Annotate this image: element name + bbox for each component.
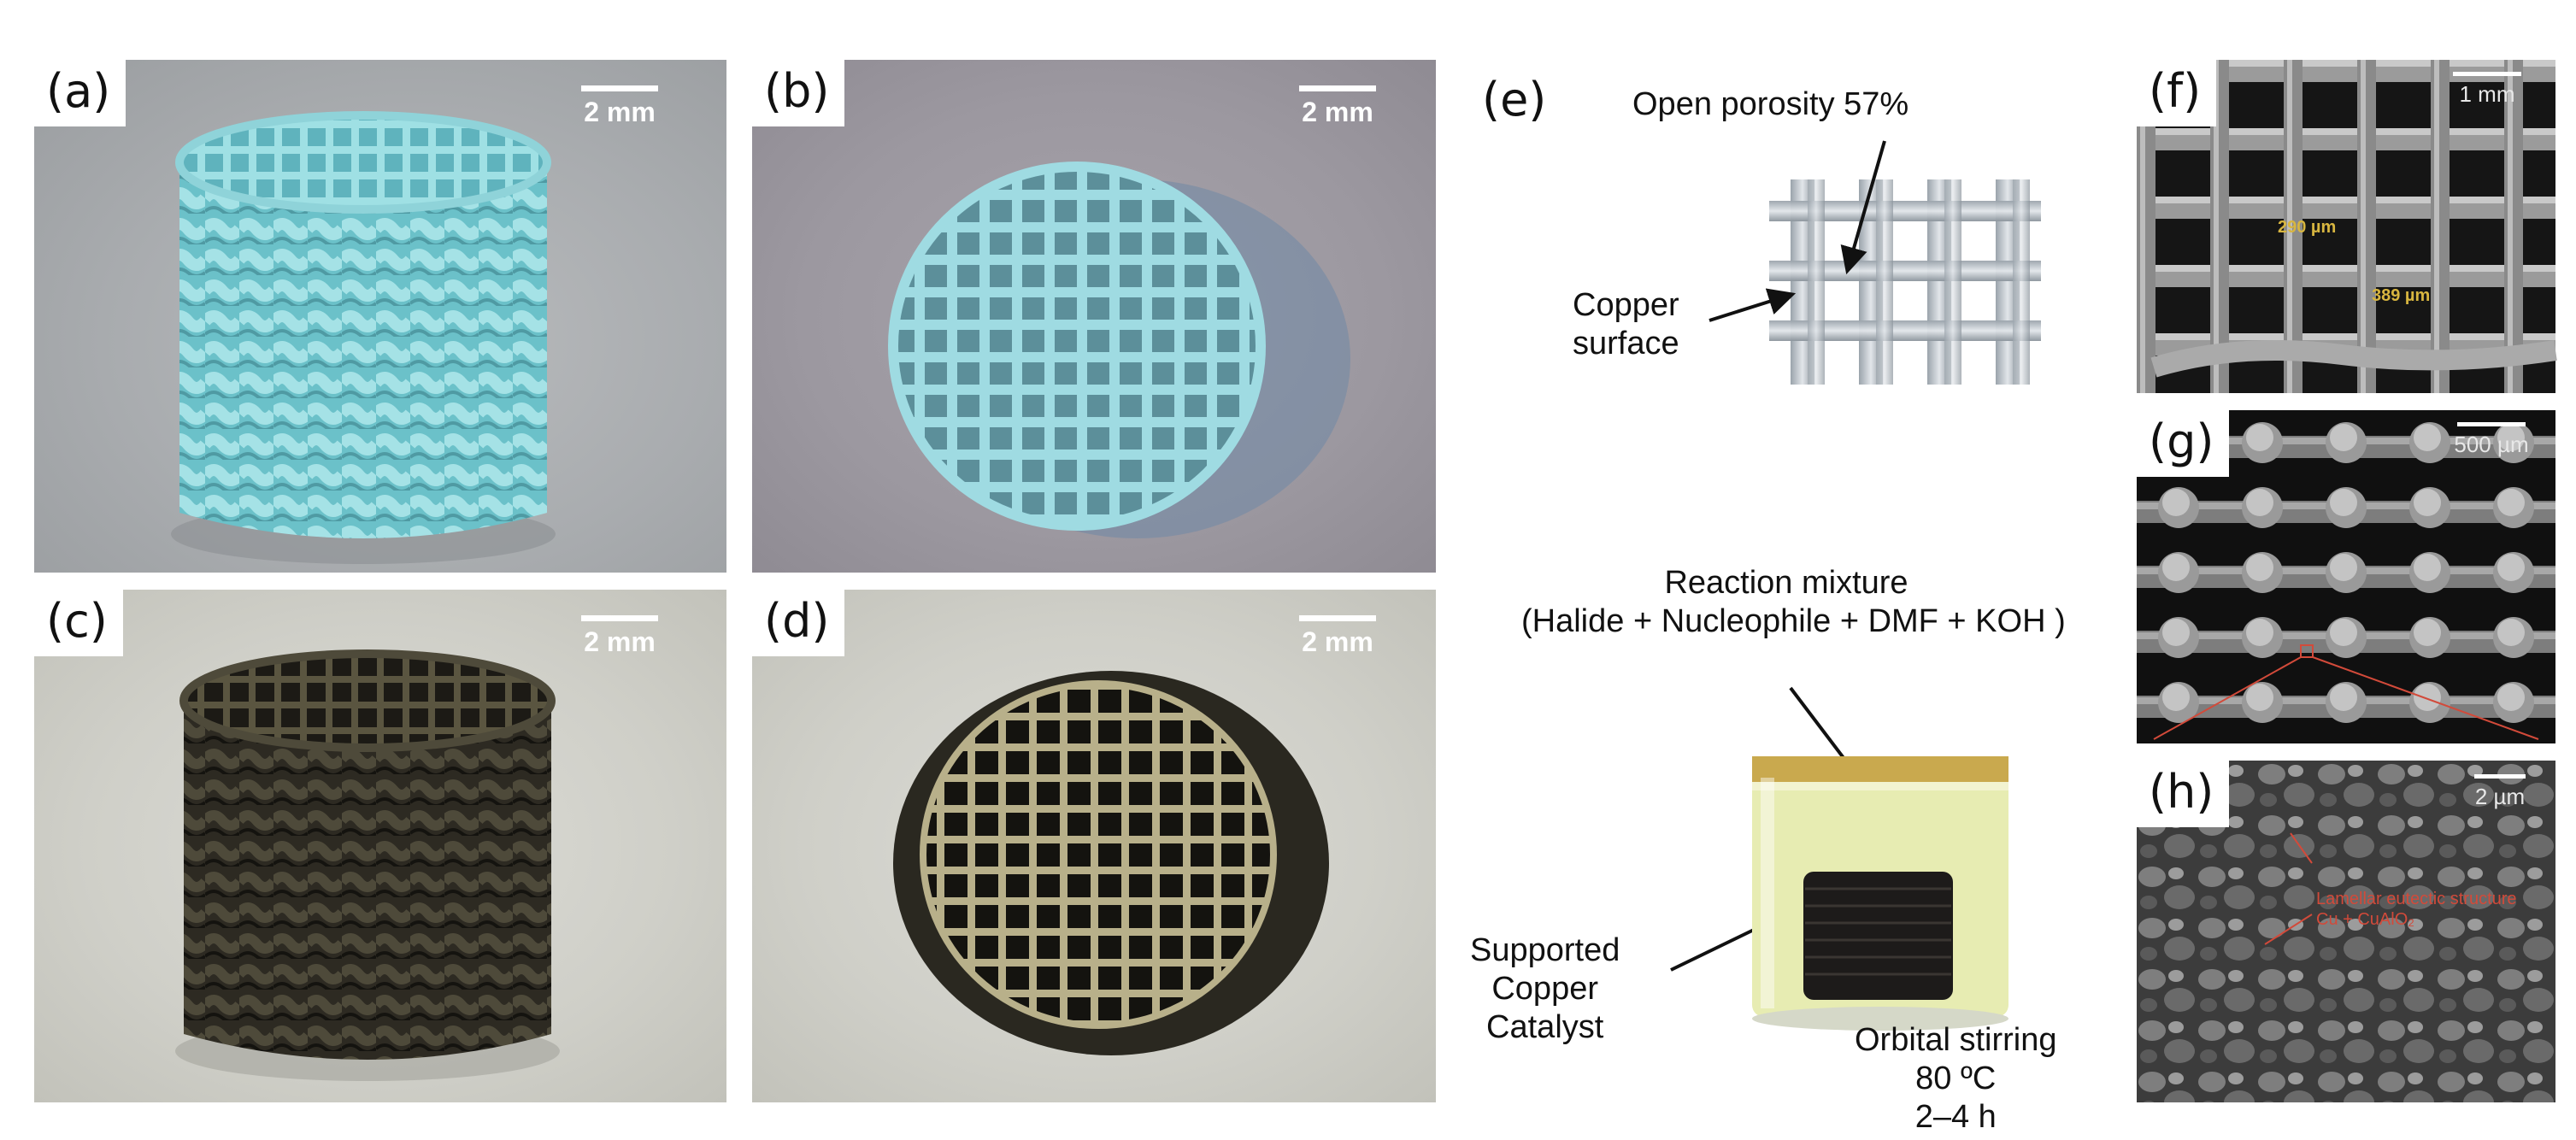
conditions-line3: 2–4 h <box>1914 1098 1997 1135</box>
panel-b-scale-bar: 2 mm <box>1282 85 1393 128</box>
panel-b-scale-text: 2 mm <box>1302 97 1373 127</box>
copper-surface-line1: Copper <box>1573 287 1679 323</box>
measurement-389: 389 µm <box>2372 286 2431 305</box>
panel-h-label: (h) <box>2137 761 2230 827</box>
panel-d-scale-bar: 2 mm <box>1282 615 1393 658</box>
panel-f-scale-text: 1 mm <box>2459 81 2515 107</box>
conditions-label: Orbital stirring 80 ºC 2–4 h <box>1855 1021 2057 1136</box>
panel-d: (d) 2 mm <box>752 590 1436 1102</box>
panel-a: (a) 2 mm <box>34 60 726 573</box>
panel-g-scale-bar: 500 µm <box>2440 422 2543 458</box>
panel-e: (e) <box>1453 60 2120 1135</box>
panel-c-scale-bar: 2 mm <box>564 615 675 658</box>
panel-e-label: (e) <box>1470 68 1562 135</box>
annotation-line1: Lamellar eutectic structure <box>2316 890 2517 908</box>
panel-a-scale-text: 2 mm <box>584 97 656 127</box>
porosity-arrow <box>1840 140 1886 275</box>
black-cylinder-side-view <box>175 649 560 1081</box>
panel-b: (b) 2 mm <box>752 60 1436 573</box>
lattice-schematic <box>1670 140 2041 1031</box>
panel-h: Lamellar eutectic structure Cu + CuAlO₂ … <box>2137 761 2555 1102</box>
panel-c: (c) 2 mm <box>34 590 726 1102</box>
porosity-label: Open porosity 57% <box>1632 86 1909 122</box>
catalyst-label: Supported Copper Catalyst <box>1470 931 1620 1046</box>
catalyst-line2: Copper <box>1491 970 1598 1007</box>
panel-c-label: (c) <box>34 590 123 656</box>
reaction-line1: Reaction mixture <box>1664 565 1908 601</box>
black-cylinder-top-view <box>893 671 1329 1055</box>
conditions-line1: Orbital stirring <box>1855 1022 2057 1058</box>
panel-a-scale-bar: 2 mm <box>564 85 675 128</box>
panel-b-label: (b) <box>752 60 845 126</box>
panel-h-scale-text: 2 µm <box>2474 784 2526 809</box>
panel-a-label: (a) <box>34 60 126 126</box>
copper-surface-label: Copper surface <box>1573 286 1679 363</box>
conditions-line2: 80 ºC <box>1915 1060 1997 1096</box>
panel-g-label: (g) <box>2137 410 2230 477</box>
catalyst-line3: Catalyst <box>1486 1008 1604 1045</box>
panel-h-scale-bar: 2 µm <box>2466 774 2534 810</box>
panel-g-scale-text: 500 µm <box>2454 432 2529 457</box>
panel-f: 290 µm 389 µm (f) 1 mm <box>2137 60 2557 393</box>
annotation-line2: Cu + CuAlO₂ <box>2316 910 2415 929</box>
panel-c-scale-text: 2 mm <box>584 626 656 657</box>
catalyst-line1: Supported <box>1470 932 1620 968</box>
reaction-line2: (Halide + Nucleophile + DMF + KOH ) <box>1521 602 2066 639</box>
microstructure-annotation: Lamellar eutectic structure Cu + CuAlO₂ <box>2316 889 2517 930</box>
surface-arrow <box>1709 288 1797 322</box>
measurement-290: 290 µm <box>2278 218 2337 237</box>
panel-d-scale-text: 2 mm <box>1302 626 1373 657</box>
panel-g: (g) 500 µm <box>2137 410 2555 743</box>
reaction-vial <box>1752 756 2008 1031</box>
green-cylinder-side-view <box>171 111 556 564</box>
reaction-mixture-label: Reaction mixture (Halide + Nucleophile +… <box>1521 564 2066 641</box>
copper-surface-line2: surface <box>1573 325 1679 361</box>
lattice-rods <box>1769 179 2041 385</box>
green-cylinder-top-view <box>888 162 1350 538</box>
panel-d-label: (d) <box>752 590 845 656</box>
panel-f-label: (f) <box>2137 60 2217 126</box>
panel-f-scale-bar: 1 mm <box>2440 72 2534 108</box>
